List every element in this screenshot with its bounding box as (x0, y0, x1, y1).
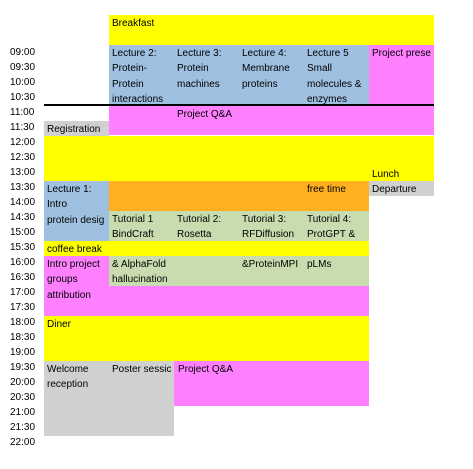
time-label: 10:00 (10, 77, 36, 88)
project-qa-morning-block[interactable]: Project Q&A (109, 106, 369, 135)
time-label: 20:00 (10, 377, 36, 388)
project-qa-morning-label: Project Q&A (177, 109, 233, 120)
time-label: 14:30 (10, 212, 36, 223)
intro-groups-cell[interactable]: Intro project groups attribution (44, 256, 109, 316)
lecture3-label: Lecture 3: Protein machines (177, 48, 222, 90)
intro-groups-label: Intro project groups attribution (47, 259, 100, 301)
departure-cell[interactable]: Departure (369, 181, 434, 196)
tutorial4-label: Tutorial 4: ProtGPT & (307, 214, 356, 241)
tutorial-continuation-block[interactable]: & AlphaFold hallucination &ProteinMPI pL… (109, 256, 369, 286)
time-label: 12:30 (10, 152, 36, 163)
lunch-label-cell: Lunch (369, 166, 434, 181)
breakfast-block[interactable]: Breakfast (109, 15, 434, 45)
time-label: 20:30 (10, 392, 36, 403)
registration-label: Registration (47, 124, 101, 135)
time-label: 19:30 (10, 362, 36, 373)
time-label: 09:00 (10, 47, 36, 58)
time-label: 17:00 (10, 287, 36, 298)
departure-label: Departure (372, 184, 417, 195)
time-label: 16:00 (10, 257, 36, 268)
morning-divider-line (44, 104, 434, 106)
tutorial4-cell[interactable]: Tutorial 4: ProtGPT & (304, 211, 369, 241)
time-label: 22:00 (10, 437, 36, 448)
time-label: 13:00 (10, 167, 36, 178)
plms-label: pLMs (307, 259, 332, 270)
project-presentation-label: Project prese (372, 48, 431, 59)
time-label: 15:30 (10, 242, 36, 253)
tutorial1-cell[interactable]: Tutorial 1 BindCraft (109, 211, 174, 241)
poster-session-label: Poster sessic (112, 364, 172, 375)
time-label: 13:30 (10, 182, 36, 193)
time-label: 11:30 (10, 122, 35, 133)
tutorial3-cell[interactable]: Tutorial 3: RFDiffusion (239, 211, 304, 241)
diner-label: Diner (47, 319, 71, 330)
time-label: 15:00 (10, 227, 36, 238)
welcome-reception-cell[interactable]: Welcome reception (44, 361, 109, 436)
lecture5-label: Lecture 5 Small molecules & enzymes (307, 48, 362, 105)
time-label: 21:00 (10, 407, 36, 418)
free-time-label: free time (307, 184, 346, 195)
tutorial3-label: Tutorial 3: RFDiffusion (242, 214, 295, 241)
time-label: 18:00 (10, 317, 36, 328)
time-label: 10:30 (10, 92, 36, 103)
breakfast-label: Breakfast (112, 18, 155, 29)
coffee-break-label: coffee break (47, 244, 102, 255)
lecture4-label: Lecture 4: Membrane proteins (242, 48, 290, 90)
lecture1-label: Lecture 1: Intro protein desig (47, 184, 105, 226)
lunch-block[interactable] (44, 136, 434, 181)
diner-block[interactable]: Diner (44, 316, 369, 361)
project-qa-evening-block[interactable]: Project Q&A (174, 361, 369, 406)
welcome-reception-label: Welcome reception (47, 364, 89, 391)
coffee-break-block[interactable]: coffee break (44, 241, 369, 256)
lunch-label: Lunch (372, 169, 400, 180)
afternoon-magenta-block[interactable] (109, 286, 369, 316)
time-label: 21:30 (10, 422, 36, 433)
time-label: 19:00 (10, 347, 36, 358)
free-time-block[interactable]: free time (109, 181, 369, 211)
lecture4-cell[interactable]: Lecture 4: Membrane proteins (239, 45, 304, 105)
project-presentation-cell[interactable]: Project prese (369, 45, 434, 135)
tutorial2-label: Tutorial 2: Rosetta (177, 214, 222, 241)
proteinmpnn-label: &ProteinMPI (242, 259, 299, 270)
tutorial2-cell[interactable]: Tutorial 2: Rosetta (174, 211, 239, 241)
time-label: 16:30 (10, 272, 36, 283)
alphafold-label: & AlphaFold hallucination (112, 259, 168, 286)
lecture2-cell[interactable]: Lecture 2: Protein- Protein interactions (109, 45, 174, 105)
lecture2-label: Lecture 2: Protein- Protein interactions (112, 48, 164, 105)
time-label: 14:00 (10, 197, 36, 208)
time-label: 09:30 (10, 62, 36, 73)
tutorial1-label: Tutorial 1 BindCraft (112, 214, 154, 241)
time-label: 11:00 (10, 107, 35, 118)
project-qa-evening-label: Project Q&A (178, 364, 234, 375)
time-label: 12:00 (10, 137, 36, 148)
registration-cell[interactable]: Registration (44, 121, 109, 136)
time-label: 17:30 (10, 302, 36, 313)
lecture5-cell[interactable]: Lecture 5 Small molecules & enzymes (304, 45, 369, 105)
lecture1-cell[interactable]: Lecture 1: Intro protein desig (44, 181, 109, 241)
lecture3-cell[interactable]: Lecture 3: Protein machines (174, 45, 239, 105)
time-label: 18:30 (10, 332, 36, 343)
poster-session-cell[interactable]: Poster sessic (109, 361, 174, 436)
